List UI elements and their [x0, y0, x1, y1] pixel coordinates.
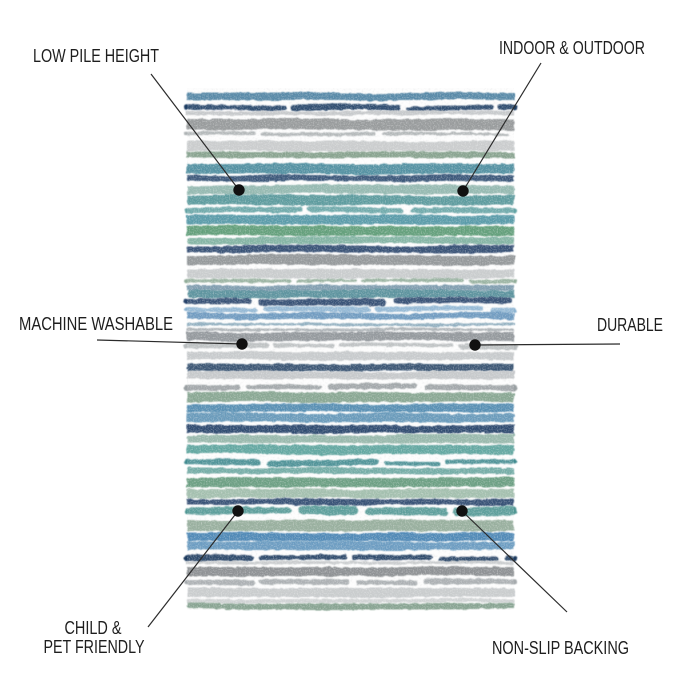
svg-text:DURABLE: DURABLE — [597, 315, 663, 335]
svg-text:MACHINE WASHABLE: MACHINE WASHABLE — [19, 314, 173, 334]
svg-text:NON-SLIP BACKING: NON-SLIP BACKING — [492, 638, 629, 658]
svg-text:PET FRIENDLY: PET FRIENDLY — [44, 637, 145, 657]
svg-text:CHILD &: CHILD & — [65, 618, 122, 638]
svg-text:INDOOR & OUTDOOR: INDOOR & OUTDOOR — [499, 38, 645, 58]
svg-text:LOW PILE HEIGHT: LOW PILE HEIGHT — [33, 46, 159, 66]
